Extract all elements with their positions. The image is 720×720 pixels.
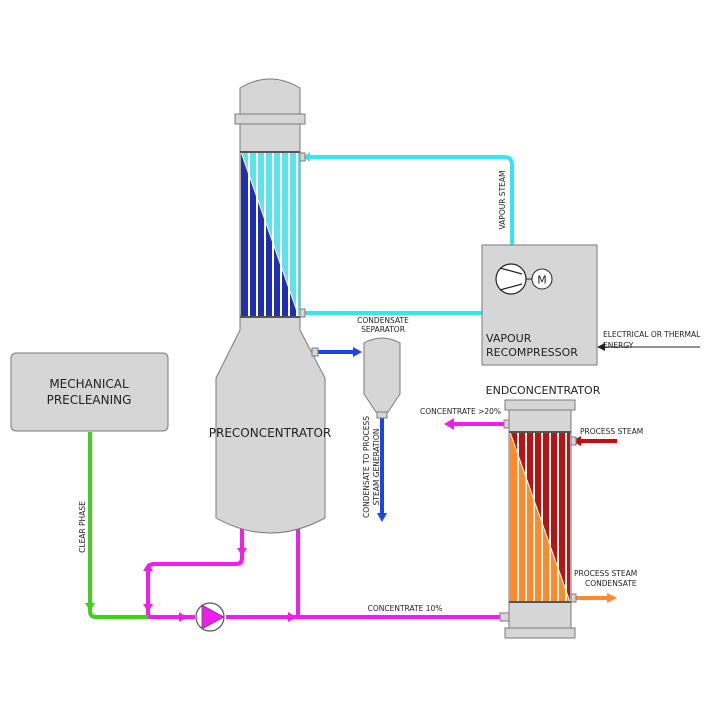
energy-input-arrow xyxy=(597,343,605,351)
clear-phase-label: CLEAR PHASE xyxy=(78,501,87,553)
endconc-condensate-nozzle xyxy=(570,593,577,603)
clear-phase-arrow xyxy=(85,603,95,611)
condensate-separator-arrow xyxy=(353,347,362,357)
process-steam-condensate-label-2: CONDENSATE xyxy=(585,579,637,588)
concentrate-pipes xyxy=(146,422,509,619)
preconc-condensate-nozzle xyxy=(311,347,319,357)
electrical-energy-label-2: ENERGY xyxy=(603,341,634,350)
concentrate-arrow-up-left xyxy=(143,563,153,571)
process-steam-condensate-label-1: PROCESS STEAM xyxy=(574,569,637,578)
concentrate-arrow-right-1 xyxy=(179,612,187,622)
preconcentrator-label: PRECONCENTRATOR xyxy=(209,426,331,440)
vapour-recompressor-box xyxy=(481,244,598,366)
preconc-tube-dividers xyxy=(248,152,298,317)
process-steam-label: PROCESS STEAM xyxy=(580,427,643,436)
mechanical-precleaning-label-1: MECHANICAL xyxy=(49,377,129,391)
condensate-out-arrow xyxy=(377,513,387,522)
condensate-separator-label-1: CONDENSATE xyxy=(357,316,409,325)
endconc-feed-nozzle xyxy=(499,612,510,622)
endconc-tube-dividers xyxy=(517,432,567,602)
motor-icon xyxy=(531,268,553,290)
motor-symbol: M xyxy=(537,274,547,287)
condensate-to-process-label-1: CONDENSATE TO PROCESS xyxy=(362,416,371,518)
endconc-steam-nozzle xyxy=(570,436,577,446)
condensate-separator xyxy=(363,337,401,419)
vapour-recompressor-label-1: VAPOUR xyxy=(486,332,532,345)
compressor-blade-icon xyxy=(499,267,523,291)
preconc-diagonal xyxy=(240,151,300,318)
preconc-vapour-nozzle xyxy=(299,152,306,162)
concentrate-arrow-down-left xyxy=(143,604,153,612)
vapour-recompressor-label-2: RECOMPRESSOR xyxy=(486,346,578,359)
condensate-to-process-label-2: STEAM GENERATION xyxy=(372,429,381,506)
endconc-concentrate-nozzle xyxy=(503,419,510,429)
concentrate-out-arrow xyxy=(444,418,454,430)
concentrate-10-label: CONCENTRATE 10% xyxy=(368,604,443,613)
concentrate-20-label: CONCENTRATE >20% xyxy=(420,407,501,416)
process-condensate-arrow xyxy=(607,593,617,603)
vapour-steam-label: VAPOUR STEAM xyxy=(498,171,507,230)
condensate-separator-label-2: SEPARATOR xyxy=(361,325,405,334)
vapour-inlet-arrow xyxy=(303,152,310,162)
concentrate-arrow-down-right xyxy=(237,548,247,556)
endconc-diagonal xyxy=(509,431,571,603)
clear-phase-pipe xyxy=(88,432,148,619)
endconcentrator-label: ENDCONCENTRATOR xyxy=(486,384,601,397)
preconc-return-nozzle xyxy=(299,308,306,318)
mechanical-precleaning-label-2: PRECLEANING xyxy=(47,393,132,407)
pump-impeller-icon xyxy=(201,604,225,630)
mechanical-precleaning-box xyxy=(10,352,169,432)
electrical-energy-label-1: ELECTRICAL OR THERMAL xyxy=(603,330,701,339)
concentrate-arrow-right-2 xyxy=(288,612,296,622)
vapour-steam-pipe xyxy=(305,155,514,315)
